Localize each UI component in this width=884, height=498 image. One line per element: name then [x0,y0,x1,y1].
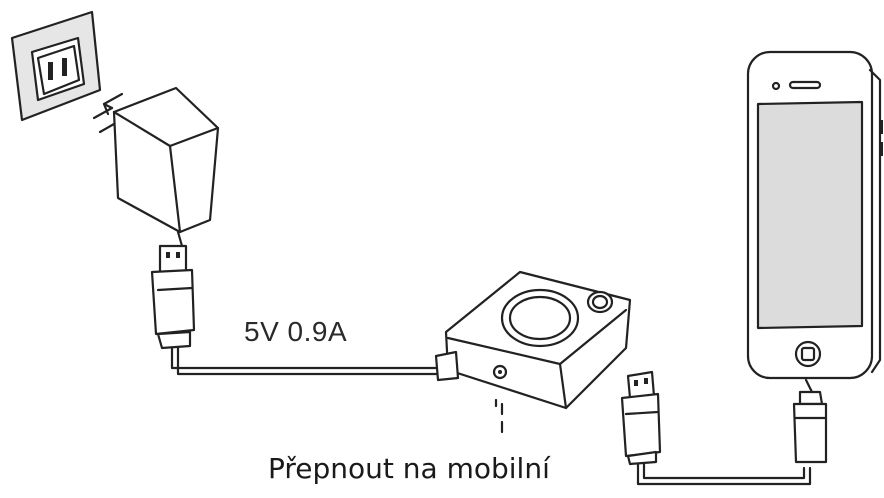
output-cable [636,462,812,486]
output-usb-plug [620,370,662,466]
power-spec-label: 5V 0.9A [244,316,348,347]
micro-usb-plug [792,378,828,464]
input-cable [170,346,442,376]
adapter-usb-plug [150,230,196,350]
power-adapter-icon [92,86,220,234]
smartphone-icon [746,50,883,380]
wall-outlet-icon [10,10,102,122]
charging-hub-icon [434,270,632,442]
mode-caption: Přepnout na mobilní [268,452,550,485]
